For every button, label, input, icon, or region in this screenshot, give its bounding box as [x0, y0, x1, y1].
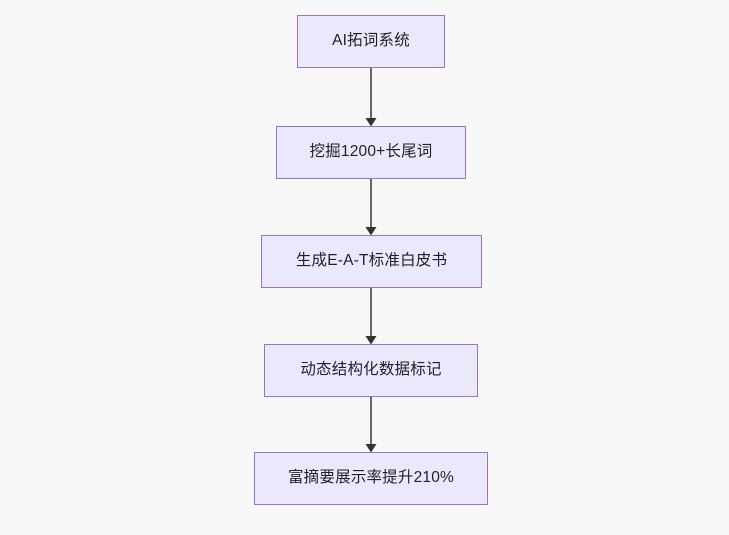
- flow-node-label: 动态结构化数据标记: [300, 361, 442, 379]
- arrow-line-icon: [365, 68, 377, 127]
- connector-node2-node3: [363, 179, 379, 239]
- flow-node-ai-keyword-system[interactable]: AI拓词系统: [297, 15, 445, 68]
- flow-node-label: 富摘要展示率提升210%: [287, 469, 455, 487]
- connector-node3-node4: [363, 288, 379, 348]
- flow-node-label: 挖掘1200+长尾词: [309, 143, 433, 161]
- flow-node-dynamic-structured-data-markup[interactable]: 动态结构化数据标记: [264, 344, 478, 397]
- connector-node4-node5: [363, 397, 379, 457]
- flow-node-generate-eat-whitepaper[interactable]: 生成E-A-T标准白皮书: [261, 235, 482, 288]
- flow-node-label: 生成E-A-T标准白皮书: [295, 252, 448, 270]
- arrow-line-icon: [365, 288, 377, 345]
- arrow-line-icon: [365, 397, 377, 453]
- flow-node-rich-snippet-impression-lift[interactable]: 富摘要展示率提升210%: [254, 452, 488, 505]
- connector-node1-node2: [363, 68, 379, 128]
- arrow-line-icon: [365, 179, 377, 236]
- flow-node-mine-longtail-keywords[interactable]: 挖掘1200+长尾词: [276, 126, 466, 179]
- flow-node-label: AI拓词系统: [332, 32, 410, 50]
